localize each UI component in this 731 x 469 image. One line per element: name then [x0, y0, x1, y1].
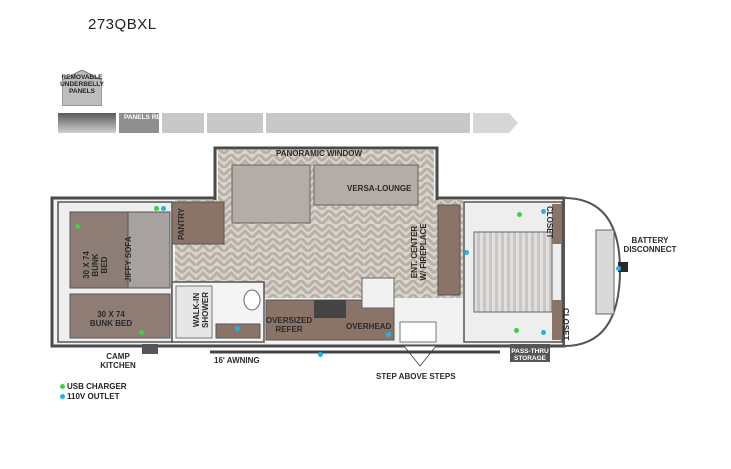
camp-kitchen-label: CAMP KITCHEN: [100, 352, 136, 370]
usb-dot: [139, 330, 144, 335]
jiffy-sofa: [127, 211, 171, 289]
versa-lounge: [313, 164, 419, 206]
usb-dot: [514, 328, 519, 333]
underbelly-badge-label: REMOVABLE UNDERBELLY PANELS: [60, 74, 104, 95]
closet-bottom-label: CLOSET: [561, 308, 570, 341]
ent-center: [437, 204, 461, 296]
shower: [175, 285, 213, 339]
usb-dot: [75, 224, 80, 229]
ent-center-label: ENT. CENTER W/ FIREPLACE: [410, 223, 428, 281]
vanity: [215, 323, 261, 339]
bunk-top-label: 30 x 74 BUNK BED: [82, 251, 109, 279]
outlet-dot: [541, 330, 546, 335]
cap-badge: [595, 229, 615, 315]
battery-connector: [618, 262, 628, 272]
usb-charger-legend-dot: [60, 384, 65, 389]
outlet-dot: [541, 209, 546, 214]
panel-segment: [207, 113, 263, 133]
usb-dot: [154, 206, 159, 211]
entry-door: [399, 321, 437, 343]
overhead-label: OVERHEAD: [346, 322, 392, 331]
awning-label: 16' AWNING: [214, 356, 260, 365]
step-above-steps-label: STEP ABOVE STEPS: [376, 372, 456, 381]
usb-dot: [517, 212, 522, 217]
outlet-legend-label: 110V OUTLET: [67, 392, 120, 401]
pantry-label: PANTRY: [177, 208, 186, 240]
outlet-dot: [464, 250, 469, 255]
pass-thru-storage-label: PASS-THRU STORAGE: [511, 348, 549, 362]
outlet-dot: [235, 326, 240, 331]
outlet-dot: [386, 332, 391, 337]
bed: [473, 231, 553, 313]
panel-segment: [58, 113, 116, 133]
panel-segment: [266, 113, 470, 133]
outlet-dot: [318, 352, 323, 357]
oversized-refer-label: OVERSIZED REFER: [265, 316, 313, 334]
panel-segment: [162, 113, 204, 133]
bunk-bottom-label: 30 x 74 BUNK BED: [89, 310, 133, 328]
outlet-legend-dot: [60, 394, 65, 399]
closet-top: [552, 204, 562, 244]
pass-thru-door: [510, 344, 550, 362]
panoramic-window-label: PANORAMIC WINDOW: [276, 149, 363, 158]
panel-arrow: [473, 113, 518, 133]
outlet-dot: [616, 266, 621, 271]
battery-disconnect-label: BATTERY DISCONNECT: [623, 236, 677, 254]
walk-in-shower-label: WALK-IN SHOWER: [192, 292, 210, 328]
range: [314, 300, 346, 318]
closet-top-label: CLOSET: [545, 206, 554, 239]
model-name: 273QBXL: [88, 16, 157, 33]
panel-segment: [119, 113, 159, 133]
steps: [402, 345, 438, 367]
toilet: [243, 289, 261, 311]
camp-kitchen-door: [142, 344, 158, 354]
usb-charger-legend-label: USB CHARGER: [67, 382, 127, 391]
bunk-bottom: [69, 293, 171, 339]
jiffy-sofa-label: JIFFY SOFA: [124, 236, 133, 282]
sofa-left: [231, 164, 311, 224]
versa-lounge-label: VERSA-LOUNGE: [347, 184, 412, 193]
closet-bottom: [552, 300, 562, 340]
outlet-dot: [161, 206, 166, 211]
panels-repeat-label: PANELS REPEAT: [124, 114, 178, 121]
arrow-up-icon: [62, 70, 102, 106]
sink: [361, 277, 395, 309]
pantry: [171, 201, 225, 245]
